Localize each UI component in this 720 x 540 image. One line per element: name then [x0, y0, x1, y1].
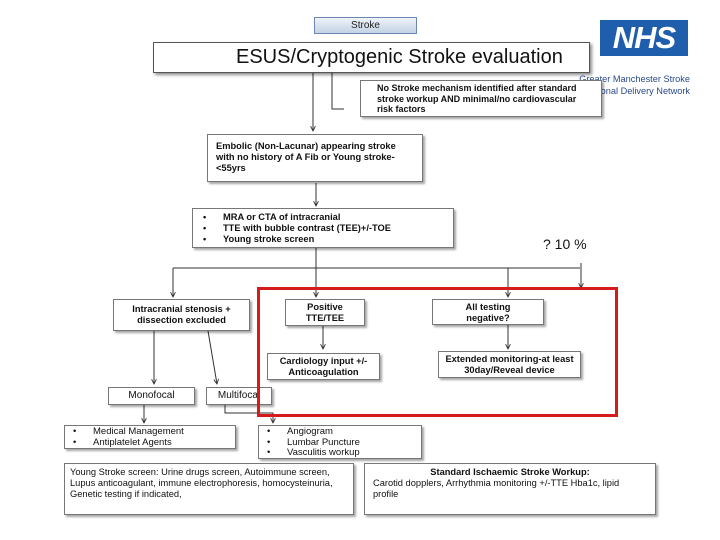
standard-workup-box: Standard Ischaemic Stroke Workup: Caroti…: [364, 463, 656, 515]
stroke-tab: Stroke: [314, 17, 417, 34]
multifocal-box: Multifocal: [206, 387, 272, 405]
embolic-stroke-box: Embolic (Non-Lacunar) appearing stroke w…: [207, 134, 423, 182]
workup-item: Vasculitis workup: [265, 447, 415, 459]
cardiology-box: Cardiology input +/- Anticoagulation: [267, 353, 380, 380]
positive-tte-box: Positive TTE/TEE: [285, 299, 365, 326]
investigation-item: TTE with bubble contrast (TEE)+/-TOE: [201, 223, 445, 234]
all-negative-box: All testing negative?: [432, 299, 544, 325]
young-stroke-screen-box: Young Stroke screen: Urine drugs screen,…: [64, 463, 354, 515]
nhs-logo: NHS: [600, 20, 688, 56]
standard-workup-title: Standard Ischaemic Stroke Workup:: [430, 467, 590, 477]
connector-title-bracket: [331, 73, 344, 110]
page-title: ESUS/Cryptogenic Stroke evaluation: [153, 42, 590, 73]
network-line-2: Operational Delivery Network: [570, 86, 690, 96]
investigation-item: MRA or CTA of intracranial: [201, 212, 445, 223]
connector-intracranial-multifocal: [207, 330, 217, 384]
percentage-label: ? 10 %: [543, 236, 587, 252]
connector-multifocal-workup: [224, 405, 273, 423]
no-mechanism-box: No Stroke mechanism identified after sta…: [360, 80, 602, 117]
workup-box: Angiogram Lumbar Puncture Vasculitis wor…: [258, 425, 422, 459]
workup-item: Lumbar Puncture: [265, 437, 415, 449]
management-box: Medical Management Antiplatelet Agents: [64, 425, 236, 449]
management-item: Antiplatelet Agents: [71, 437, 229, 449]
highlight-frame: [257, 287, 618, 417]
network-line-1: Greater Manchester Stroke: [579, 74, 690, 84]
investigations-box: MRA or CTA of intracranial TTE with bubb…: [192, 208, 454, 248]
monofocal-box: Monofocal: [108, 387, 195, 405]
investigation-item: Young stroke screen: [201, 234, 445, 245]
standard-workup-body: Carotid dopplers, Arrhythmia monitoring …: [373, 478, 620, 499]
management-item: Medical Management: [71, 426, 229, 438]
workup-item: Angiogram: [265, 426, 415, 438]
network-name: Greater Manchester Stroke Operational De…: [560, 73, 690, 97]
intracranial-box: Intracranial stenosis + dissection exclu…: [113, 299, 250, 331]
extended-monitoring-box: Extended monitoring-at least 30day/Revea…: [438, 351, 581, 378]
